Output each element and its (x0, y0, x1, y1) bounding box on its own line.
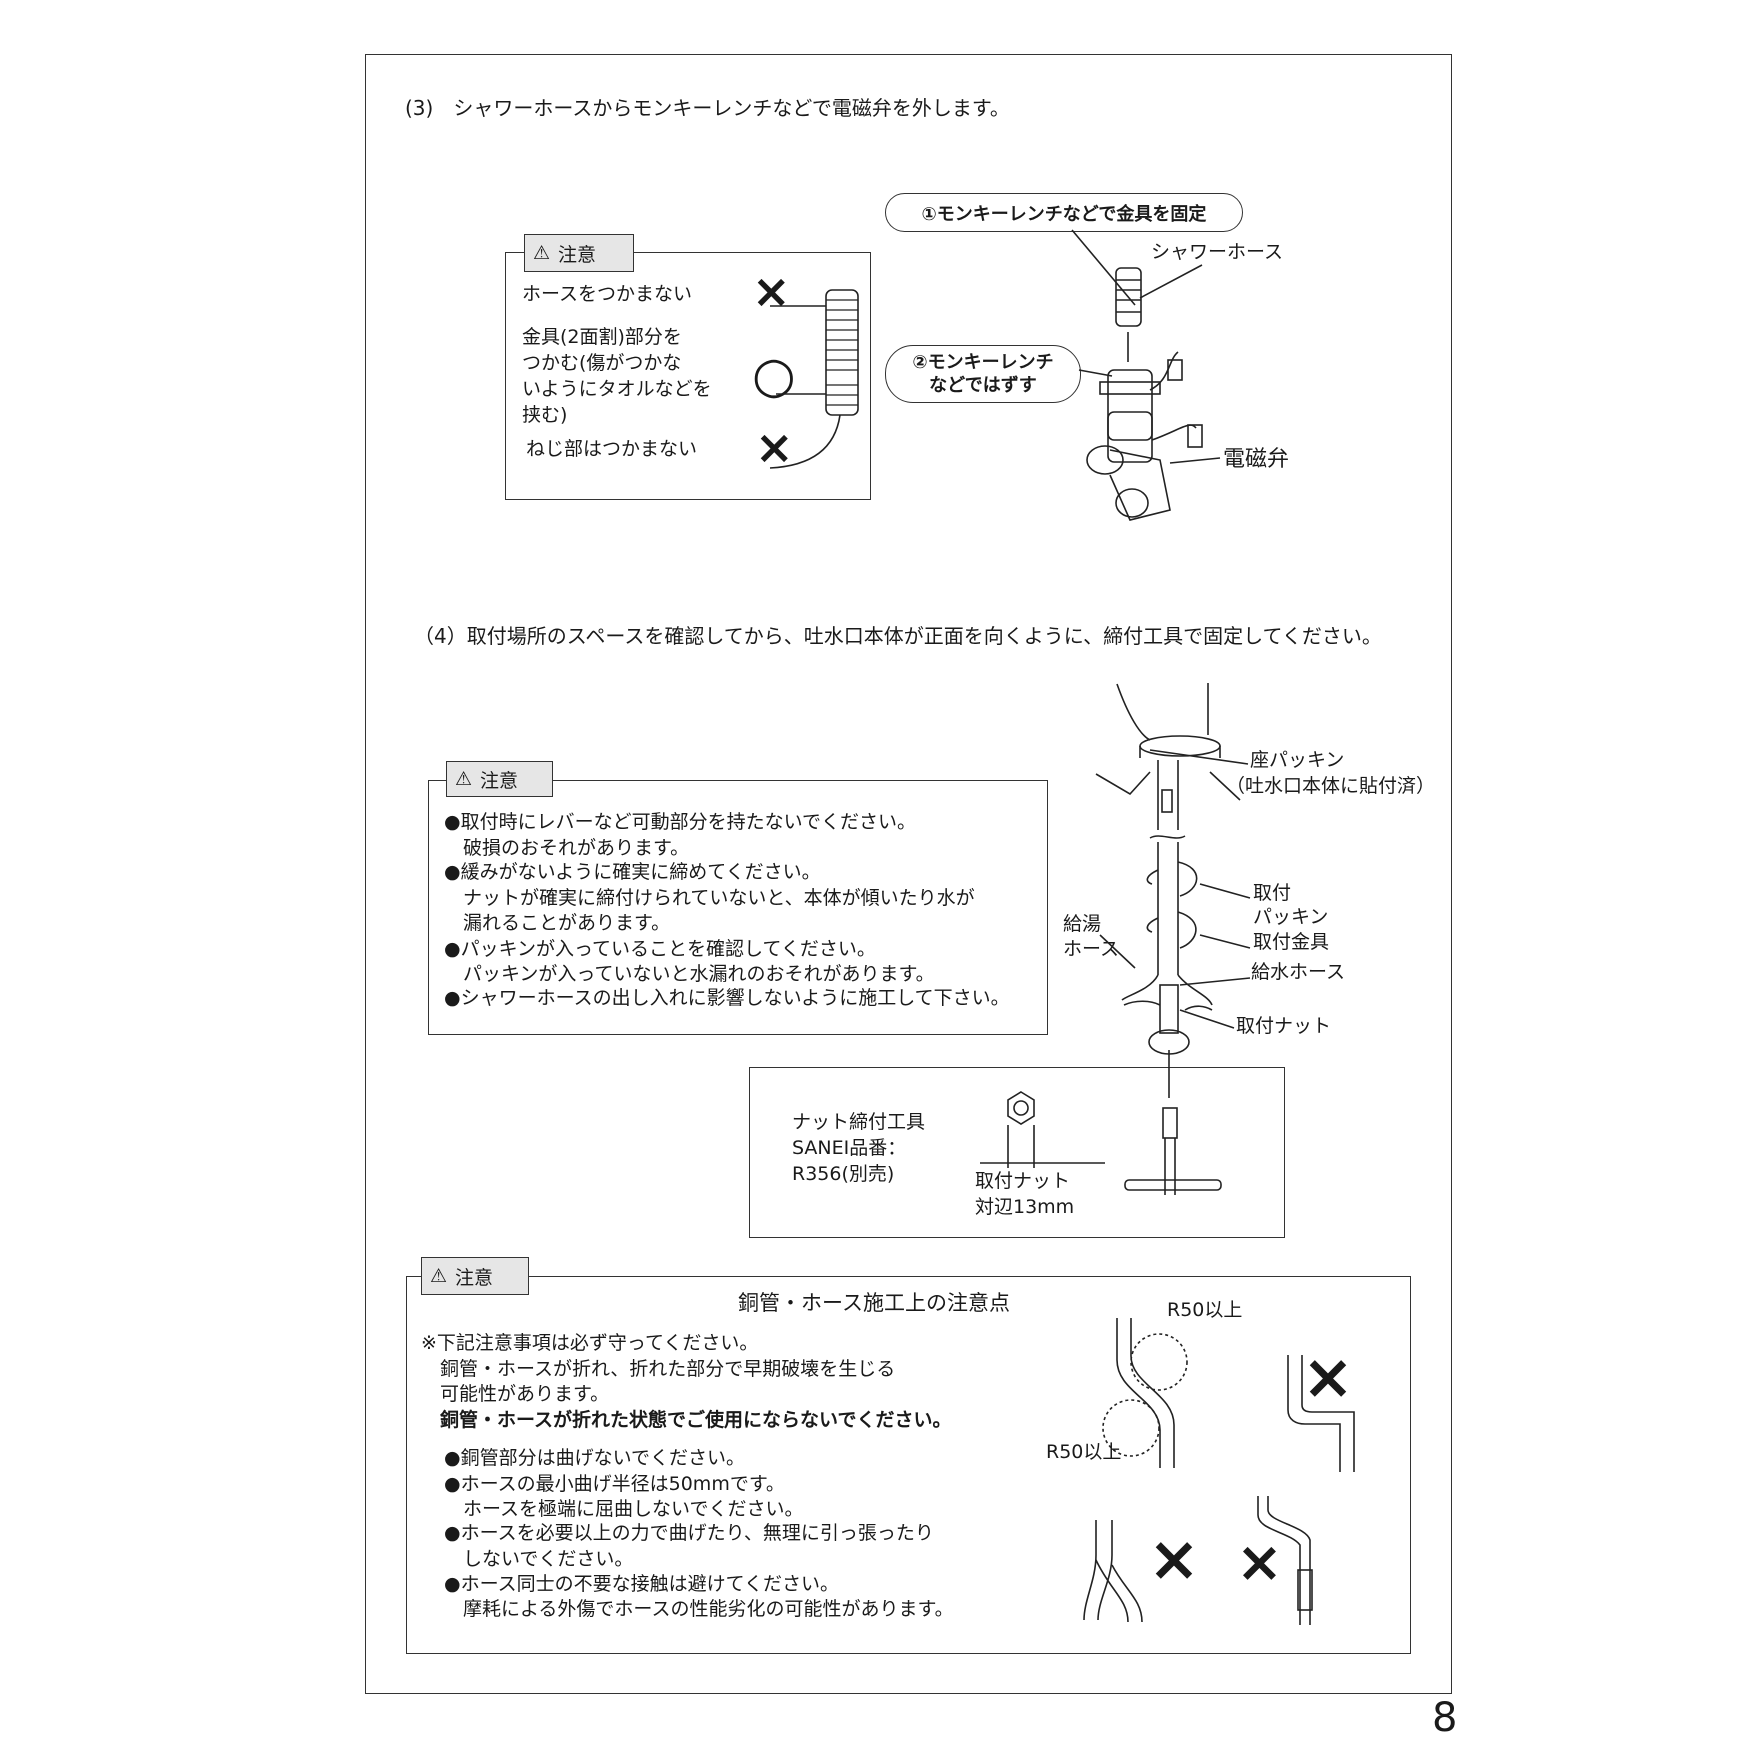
caution3-intro: 可能性があります。 (421, 1383, 610, 1405)
step4-caution-tab: ⚠ 注意 (446, 761, 553, 797)
callout-text: ②モンキーレンチ (912, 352, 1054, 373)
caution3-bullet: 摩耗による外傷でホースの性能劣化の可能性があります。 (444, 1598, 954, 1620)
tool-name: ナット締付工具 (792, 1111, 926, 1133)
step3-caution-tab: ⚠ 注意 (524, 234, 634, 272)
step4-heading: （4）取付場所のスペースを確認してから、吐水口本体が正面を向くように、締付工具で… (414, 624, 1382, 648)
label-mount: 取付 (1253, 882, 1292, 904)
step3-heading: (3) シャワーホースからモンキーレンチなどで電磁弁を外します。 (405, 96, 1010, 120)
label-packing: パッキン (1253, 906, 1329, 928)
solenoid-valve-illustration (1071, 229, 1221, 521)
caution3-intro: 銅管・ホースが折れ、折れた部分で早期破壊を生じる (421, 1358, 896, 1380)
caution3-title: 銅管・ホース施工上の注意点 (738, 1291, 1010, 1315)
caution-line: パッキンが入っていないと水漏れのおそれがあります。 (444, 963, 935, 985)
label-seat-packing: 座パッキン (1250, 749, 1345, 771)
caution3-bullet: ●ホースの最小曲げ半径は50mmです。 (444, 1473, 785, 1495)
ng-mark: × (1236, 1530, 1283, 1595)
caution-label: 注意 (480, 769, 519, 792)
caution3-bullet: ●ホース同士の不要な接触は避けてください。 (444, 1573, 840, 1595)
caution3-bullet: ●ホースを必要以上の力で曲げたり、無理に引っ張ったり (444, 1522, 934, 1544)
radius-label-bottom: R50以上 (1046, 1441, 1122, 1463)
caution-item-text: 挟む) (522, 404, 568, 426)
caution-line: ナットが確実に締付けられていないと、本体が傾いたり水が (444, 887, 975, 909)
caution3-bullet: しないでください。 (444, 1548, 634, 1570)
hose-illustration (769, 289, 859, 469)
caution-line: 漏れることがあります。 (444, 912, 671, 934)
ng-mark: × (1148, 1522, 1200, 1595)
faucet-illustration (980, 683, 1251, 1195)
page-border (365, 54, 1452, 1694)
warning-icon: ⚠ (533, 242, 551, 264)
callout-fix-fitting: ①モンキーレンチなどで金具を固定 (885, 193, 1243, 232)
bend-radius-illustration (1083, 1318, 1355, 1625)
caution3-intro-bold: 銅管・ホースが折れた状態でご使用にならないでください。 (421, 1409, 952, 1431)
caution3-intro: ※下記注意事項は必ず守ってください。 (421, 1332, 759, 1354)
ng-mark: × (752, 264, 791, 318)
caution-line: ●シャワーホースの出し入れに影響しないように施工して下さい。 (444, 987, 1010, 1009)
label-shower-hose: シャワーホース (1151, 241, 1284, 263)
caution3-bullet: ホースを極端に屈曲しないでください。 (444, 1498, 804, 1520)
caution-item-text: ねじ部はつかまない (526, 438, 698, 460)
caution-item-text: 金具(2面割)部分を (522, 326, 682, 348)
callout-text: ①モンキーレンチなどで金具を固定 (921, 203, 1207, 225)
label-hot-hose: 給湯 (1063, 913, 1102, 935)
step4-caution-box (428, 780, 1048, 1035)
caution-item-text: つかむ(傷がつかな (522, 352, 682, 374)
radius-label-top: R50以上 (1167, 1299, 1243, 1321)
tool-box (749, 1067, 1285, 1238)
callout-text: などではずす (929, 375, 1037, 396)
label-supply-hose: 給水ホース (1251, 961, 1346, 983)
label-hot-hose: ホース (1063, 938, 1120, 960)
caution-item-text: ホースをつかまない (522, 283, 693, 305)
ng-mark: × (1302, 1340, 1354, 1413)
step3-caution-box (505, 252, 871, 500)
nut-label: 取付ナット (975, 1170, 1071, 1192)
caution-line: ●パッキンが入っていることを確認してください。 (444, 938, 876, 960)
caution-label: 注意 (455, 1266, 494, 1289)
tool-part-number: R356(別売) (792, 1163, 895, 1185)
warning-icon: ⚠ (455, 768, 473, 790)
label-solenoid-valve: 電磁弁 (1223, 447, 1290, 472)
caution3-tab: ⚠ 注意 (421, 1257, 529, 1295)
caution-line: ●緩みがないように確実に締めてください。 (444, 861, 821, 883)
label-seat-packing-note: （吐水口本体に貼付済） (1226, 775, 1436, 797)
label-mount-bracket: 取付金具 (1253, 931, 1330, 953)
nut-size: 対辺13mm (975, 1196, 1075, 1218)
label-mount-nut: 取付ナット (1236, 1015, 1332, 1037)
page-number: 8 (1432, 1695, 1458, 1741)
ng-mark: × (755, 420, 794, 474)
caution-line: 破損のおそれがあります。 (444, 837, 690, 859)
caution-label: 注意 (558, 243, 597, 266)
caution3-bullet: ●銅管部分は曲げないでください。 (444, 1447, 746, 1469)
callout-remove: ②モンキーレンチ などではずす (885, 345, 1081, 403)
caution-line: ●取付時にレバーなど可動部分を持たないでください。 (444, 811, 917, 833)
caution-item-text: いようにタオルなどを (522, 378, 712, 400)
warning-icon: ⚠ (430, 1265, 448, 1287)
caution3-box (406, 1276, 1411, 1654)
tool-part-label: SANEI品番： (792, 1137, 907, 1159)
